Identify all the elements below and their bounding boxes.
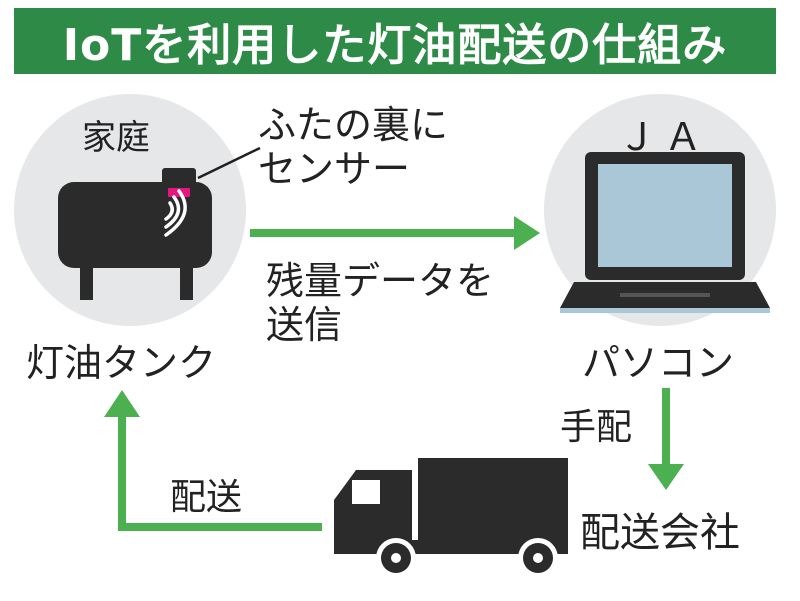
- page-title: IoTを利用した灯油配送の仕組み: [14, 8, 776, 74]
- arrange-label: 手配: [560, 407, 633, 448]
- sensor-note-line1: ふたの裏に: [258, 103, 449, 147]
- laptop-icon: [560, 152, 770, 313]
- send-label-line2: 送信: [266, 303, 343, 347]
- deliver-label: 配送: [170, 477, 243, 518]
- callout-line: [197, 146, 261, 180]
- tank-label: 灯油タンク: [26, 341, 217, 385]
- signal-waves-icon: [164, 189, 187, 237]
- arrow-right-icon: [250, 216, 540, 250]
- company-label: 配送会社: [580, 510, 740, 556]
- tank-icon: [58, 182, 212, 300]
- title-text: IoTを利用した灯油配送の仕組み: [62, 20, 728, 71]
- sensor-note-line2: センサー: [258, 147, 411, 191]
- arrow-down-icon: [648, 388, 684, 490]
- home-label: 家庭: [82, 118, 150, 158]
- ja-label: ＪＡ: [618, 115, 711, 159]
- pc-label: パソコン: [582, 341, 735, 385]
- send-label-line1: 残量データを: [266, 259, 495, 303]
- truck-icon: [334, 458, 568, 578]
- arrow-up-icon: [104, 390, 322, 531]
